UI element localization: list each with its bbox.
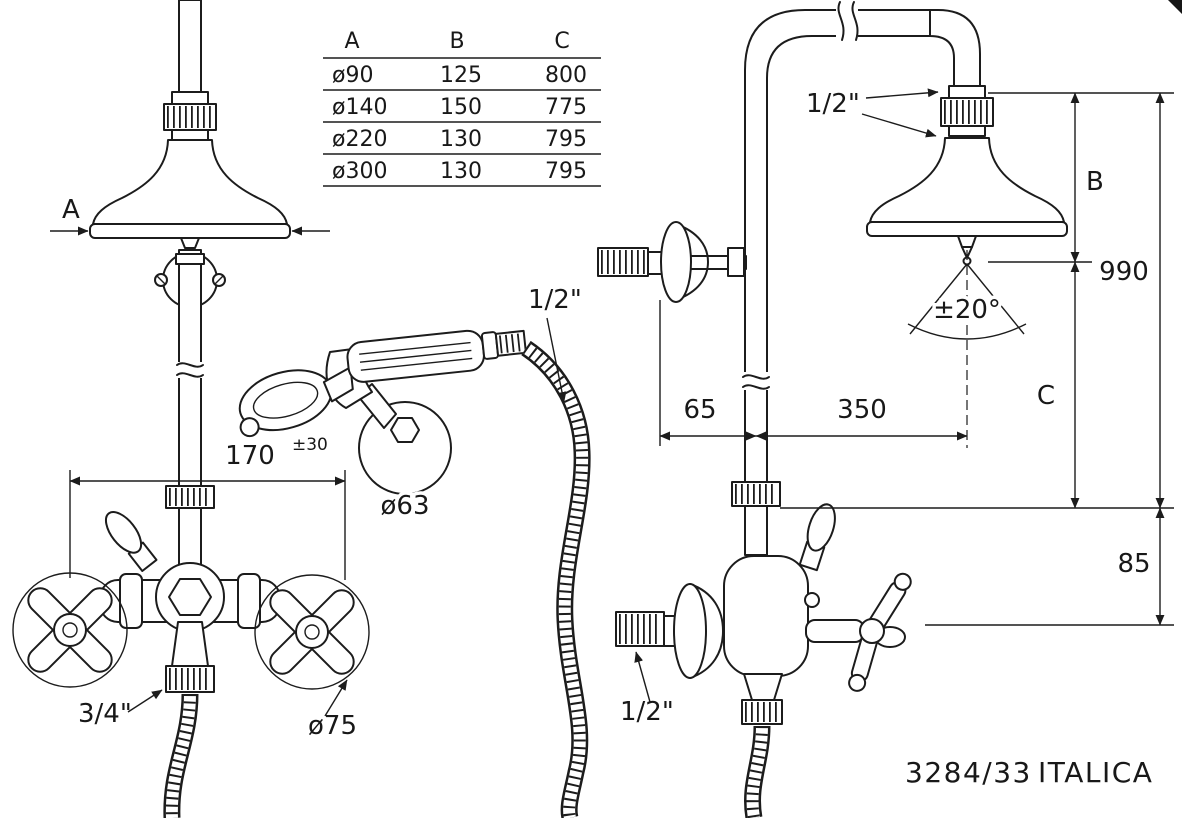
- dim-d75-label: ø75: [308, 711, 357, 741]
- dim-350-label: 350: [837, 395, 887, 425]
- spray-cone: [907, 263, 1027, 340]
- left-cross-handle: [12, 572, 128, 688]
- table-cell-0-0: ø90: [332, 63, 373, 88]
- mixer-body-side: [723, 555, 809, 677]
- bracket-hinge: [175, 253, 205, 265]
- shower-head-nozzle: [180, 237, 200, 249]
- wall-supply-stub: [597, 247, 649, 277]
- table-cell-1-1: 150: [440, 95, 482, 120]
- body-screw: [804, 592, 820, 608]
- model-name: ITALICA: [1038, 756, 1153, 789]
- lower-wall-union: [615, 583, 724, 679]
- diverter-lever-side: [798, 503, 836, 572]
- dim-half-top-label: 1/2": [806, 89, 860, 119]
- table-cell-2-0: ø220: [332, 127, 387, 152]
- table-cell-2-1: 130: [440, 127, 482, 152]
- hex-nut: [168, 578, 212, 616]
- dim-angle-label: ±20°: [933, 295, 1001, 325]
- table-cell-2-2: 795: [545, 127, 587, 152]
- front-view-assembly: [12, 0, 591, 818]
- dim-b-label: B: [1086, 167, 1104, 197]
- handshower-head: [238, 369, 333, 438]
- drawing-title: 3284/33 ITALICA: [905, 756, 1153, 789]
- front-view-dimensions: A 170 ±30 ø63 3/4" ø75 1/2": [50, 192, 585, 745]
- model-code: 3284/33: [905, 756, 1032, 789]
- upper-wall-union: [597, 221, 747, 303]
- shower-head-rim: [89, 223, 291, 239]
- dim-half-top-leader2: [861, 113, 937, 138]
- diverter-lever: [104, 511, 158, 572]
- riser-pipe: [178, 249, 202, 511]
- shower-head-rim-side: [866, 221, 1068, 237]
- dim-half-bottom-leader: [634, 651, 651, 703]
- table-cell-1-0: ø140: [332, 95, 387, 120]
- arm-break-symbol: [837, 1, 845, 41]
- dim-a-label: A: [62, 195, 80, 225]
- pipe-break-symbol: [176, 362, 204, 368]
- handshower-hose: [521, 340, 591, 818]
- mixer-outlet: [171, 621, 209, 667]
- table-cell-0-1: 125: [440, 63, 482, 88]
- cross-handle-side: [805, 572, 912, 692]
- table-cell-0-2: 800: [545, 63, 587, 88]
- head-connector-nut-side: [940, 97, 994, 127]
- head-connector-nut: [163, 103, 217, 131]
- table-header-b: B: [449, 29, 464, 54]
- dim-half-top-leader1: [865, 88, 939, 99]
- shower-head-nozzle-side: [957, 235, 977, 248]
- outlet-hose: [163, 693, 199, 818]
- dim-85-label: 85: [1117, 549, 1150, 579]
- side-view-assembly: [597, 1, 1068, 818]
- dim-c-label: C: [1037, 381, 1055, 411]
- spec-table: A B C ø90 125 800 ø140 150 775 ø220 130 …: [323, 29, 601, 187]
- table-cell-1-2: 775: [545, 95, 587, 120]
- dim-170-tolerance: ±30: [292, 435, 328, 455]
- scan-corner-mark: [1168, 0, 1182, 14]
- dim-half-hose-leader: [546, 317, 567, 403]
- table-cell-3-0: ø300: [332, 159, 387, 184]
- dim-half-hose-label: 1/2": [528, 285, 582, 315]
- dim-65-label: 65: [683, 395, 716, 425]
- dim-d75-leader: [324, 679, 348, 717]
- dim-170-label: 170: [225, 441, 275, 471]
- handshower: [238, 329, 527, 438]
- dim-990-label: 990: [1099, 257, 1149, 287]
- right-cross-handle: [254, 574, 370, 690]
- dim-3-4-label: 3/4": [78, 699, 132, 729]
- dim-d63-label: ø63: [381, 491, 430, 521]
- table-cell-3-2: 795: [545, 159, 587, 184]
- top-supply-pipe: [178, 0, 202, 97]
- outlet-hose-side: [744, 725, 771, 818]
- wall-escutcheon-lower: [673, 583, 707, 679]
- dim-half-bottom-label: 1/2": [620, 697, 674, 727]
- side-view-dimensions: 1/2" B C 990 85 ±20° 65 350 1/2": [617, 86, 1174, 731]
- dim-3-4-leader: [127, 689, 163, 713]
- table-cell-3-1: 130: [440, 159, 482, 184]
- holder-hex-nut: [390, 417, 420, 443]
- wall-escutcheon-upper: [660, 221, 692, 303]
- riser-break-symbol: [742, 374, 770, 380]
- table-header-a: A: [344, 29, 359, 54]
- table-header-c: C: [554, 29, 569, 54]
